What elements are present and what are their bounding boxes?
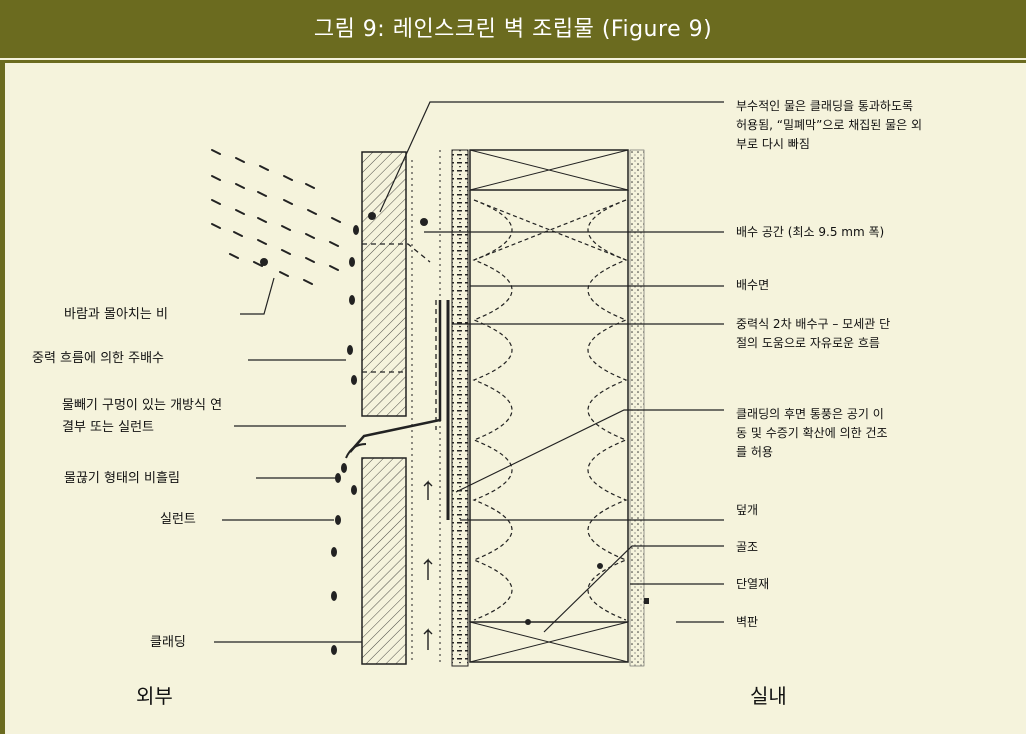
header-divider-lower [0,60,1026,63]
label-open-joint-line1: 물빼기 구멍이 있는 개방식 연 [62,398,223,413]
label-framing: 골조 [736,540,759,554]
label-drip-edge: 물끊기 형태의 비흘림 [64,471,180,486]
label-ventilation-line1: 클래딩의 후면 통풍은 공기 이 [736,407,884,421]
label-ventilation-line3: 를 허용 [736,445,773,459]
figure-title: 그림 9: 레인스크린 벽 조립물 (Figure 9) [0,0,1026,58]
label-primary-drainage: 중력 흐름에 의한 주배수 [32,351,164,366]
label-incidental-water-line1: 부수적인 물은 클래딩을 통과하도록 [736,99,914,113]
label-wind-rain: 바람과 몰아치는 비 [64,307,168,322]
label-insulation: 단열재 [736,577,770,591]
label-incidental-water-line3: 부로 다시 빠짐 [736,137,810,151]
label-drainage-plane: 배수면 [736,278,770,292]
label-secondary-drainage-line1: 중력식 2차 배수구 – 모세관 단 [736,317,891,331]
label-wall-board: 벽판 [736,615,759,629]
label-open-joint-line2: 결부 또는 실런트 [62,420,154,435]
water-drops [331,225,359,655]
label-exterior: 외부 [136,684,173,708]
header-divider [0,58,1026,60]
label-ventilation-line2: 동 및 수증기 확산에 의한 건조 [736,426,888,440]
label-sheathing: 덮개 [736,503,759,517]
label-sealant: 실런트 [160,512,196,527]
label-drainage-space: 배수 공간 (최소 9.5 mm 폭) [736,225,885,239]
label-incidental-water-line2: 허용됨, “밀폐막”으로 채집된 물은 외 [736,118,923,132]
label-interior: 실내 [750,684,787,708]
label-cladding: 클래딩 [150,635,186,650]
rain-streaks [211,149,341,285]
label-secondary-drainage-line2: 절의 도움으로 자유로운 흐름 [736,336,880,350]
